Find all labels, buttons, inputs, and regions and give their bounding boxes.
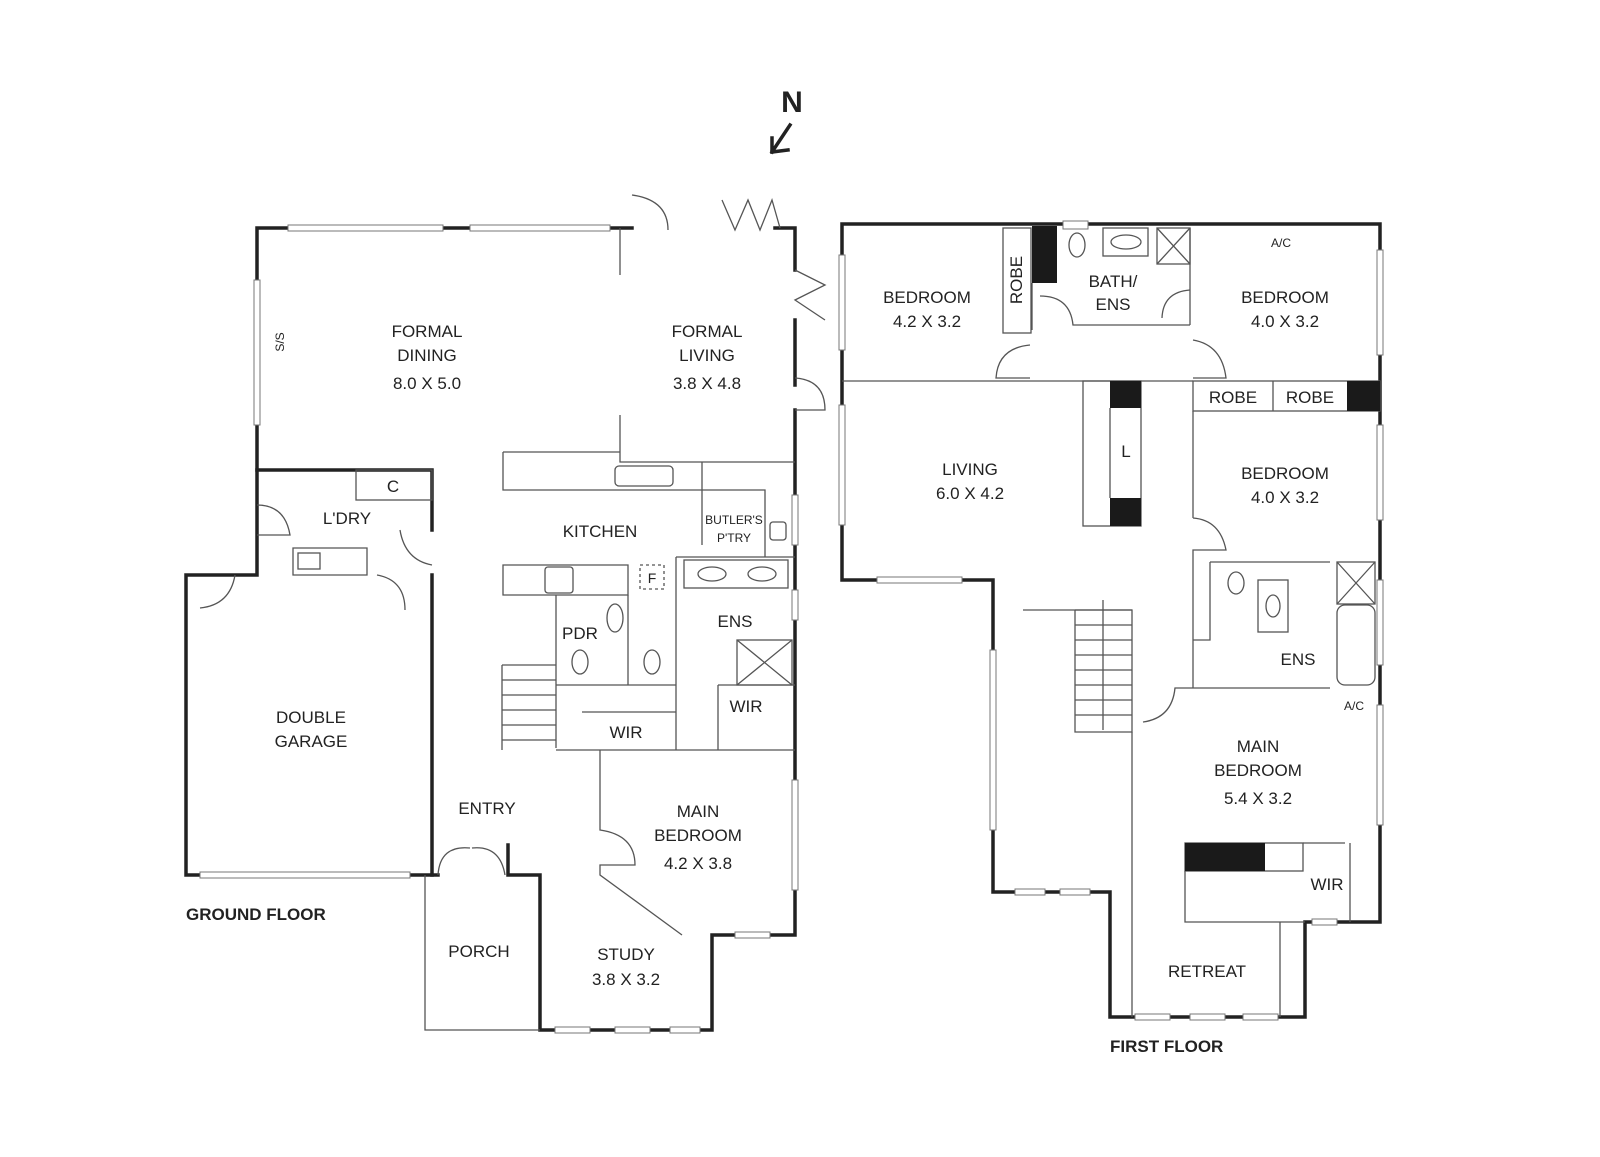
room-label-double-garage-2: GARAGE [275, 732, 348, 751]
compass-label: N [781, 86, 803, 119]
room-label-powder: PDR [562, 624, 598, 643]
cupboard-label: C [387, 477, 399, 496]
first-floor-plan: BEDROOM 4.2 X 3.2 ROBE BATH/ ENS A/C BED… [838, 220, 1384, 1056]
room-dims-bedroom: 4.0 X 3.2 [1251, 312, 1319, 331]
room-label-study: STUDY [597, 945, 655, 964]
room-label-wir: WIR [729, 697, 762, 716]
room-label-bedroom: BEDROOM [1241, 288, 1329, 307]
room-dims-main-bedroom: 5.4 X 3.2 [1224, 789, 1292, 808]
room-label-main-bedroom: MAIN [677, 802, 720, 821]
room-label-double-garage: DOUBLE [276, 708, 346, 727]
ground-floor-plan: FORMAL DINING 8.0 X 5.0 FORMAL LIVING 3.… [184, 194, 827, 1034]
room-label-formal-dining: FORMAL [392, 322, 463, 341]
north-arrow-icon [769, 122, 793, 155]
room-label-robe: ROBE [1007, 256, 1026, 304]
ground-floor-title: GROUND FLOOR [186, 905, 326, 924]
room-label-butlers-pantry-2: P'TRY [717, 531, 751, 545]
room-label-linen: L [1121, 442, 1130, 461]
room-label-bedroom: BEDROOM [883, 288, 971, 307]
room-label-formal-dining-2: DINING [397, 346, 457, 365]
room-label-main-bedroom-2: BEDROOM [1214, 761, 1302, 780]
room-label-main-bedroom: MAIN [1237, 737, 1280, 756]
room-label-ensuite: ENS [1281, 650, 1316, 669]
ac-label: A/C [1271, 236, 1291, 250]
room-label-porch: PORCH [448, 942, 509, 961]
room-label-robe: ROBE [1209, 388, 1257, 407]
room-dims-study: 3.8 X 3.2 [592, 970, 660, 989]
room-label-main-bedroom-2: BEDROOM [654, 826, 742, 845]
north-compass: N [769, 86, 803, 155]
sliding-door-label: S/S [273, 332, 287, 351]
room-dims-bedroom: 4.2 X 3.2 [893, 312, 961, 331]
room-dims-formal-dining: 8.0 X 5.0 [393, 374, 461, 393]
room-label-bedroom: BEDROOM [1241, 464, 1329, 483]
fridge-space [639, 564, 665, 590]
room-label-wir: WIR [609, 723, 642, 742]
room-label-formal-living: FORMAL [672, 322, 743, 341]
room-label-bath-ens-2: ENS [1096, 295, 1131, 314]
room-label-living: LIVING [942, 460, 998, 479]
room-label-entry: ENTRY [458, 799, 515, 818]
room-label-butlers-pantry: BUTLER'S [705, 513, 763, 527]
room-label-retreat: RETREAT [1168, 962, 1246, 981]
fridge-label: F [648, 570, 657, 586]
room-label-formal-living-2: LIVING [679, 346, 735, 365]
room-label-robe: ROBE [1286, 388, 1334, 407]
cupboard [355, 469, 433, 501]
room-dims-main-bedroom: 4.2 X 3.8 [664, 854, 732, 873]
room-label-kitchen: KITCHEN [563, 522, 638, 541]
room-label-bath-ens: BATH/ [1089, 272, 1138, 291]
room-label-wir: WIR [1310, 875, 1343, 894]
room-dims-formal-living: 3.8 X 4.8 [673, 374, 741, 393]
first-floor-title: FIRST FLOOR [1110, 1037, 1223, 1056]
ac-label: A/C [1344, 699, 1364, 713]
room-dims-living: 6.0 X 4.2 [936, 484, 1004, 503]
room-label-ensuite: ENS [718, 612, 753, 631]
room-label-laundry: L'DRY [323, 509, 371, 528]
room-dims-bedroom: 4.0 X 3.2 [1251, 488, 1319, 507]
